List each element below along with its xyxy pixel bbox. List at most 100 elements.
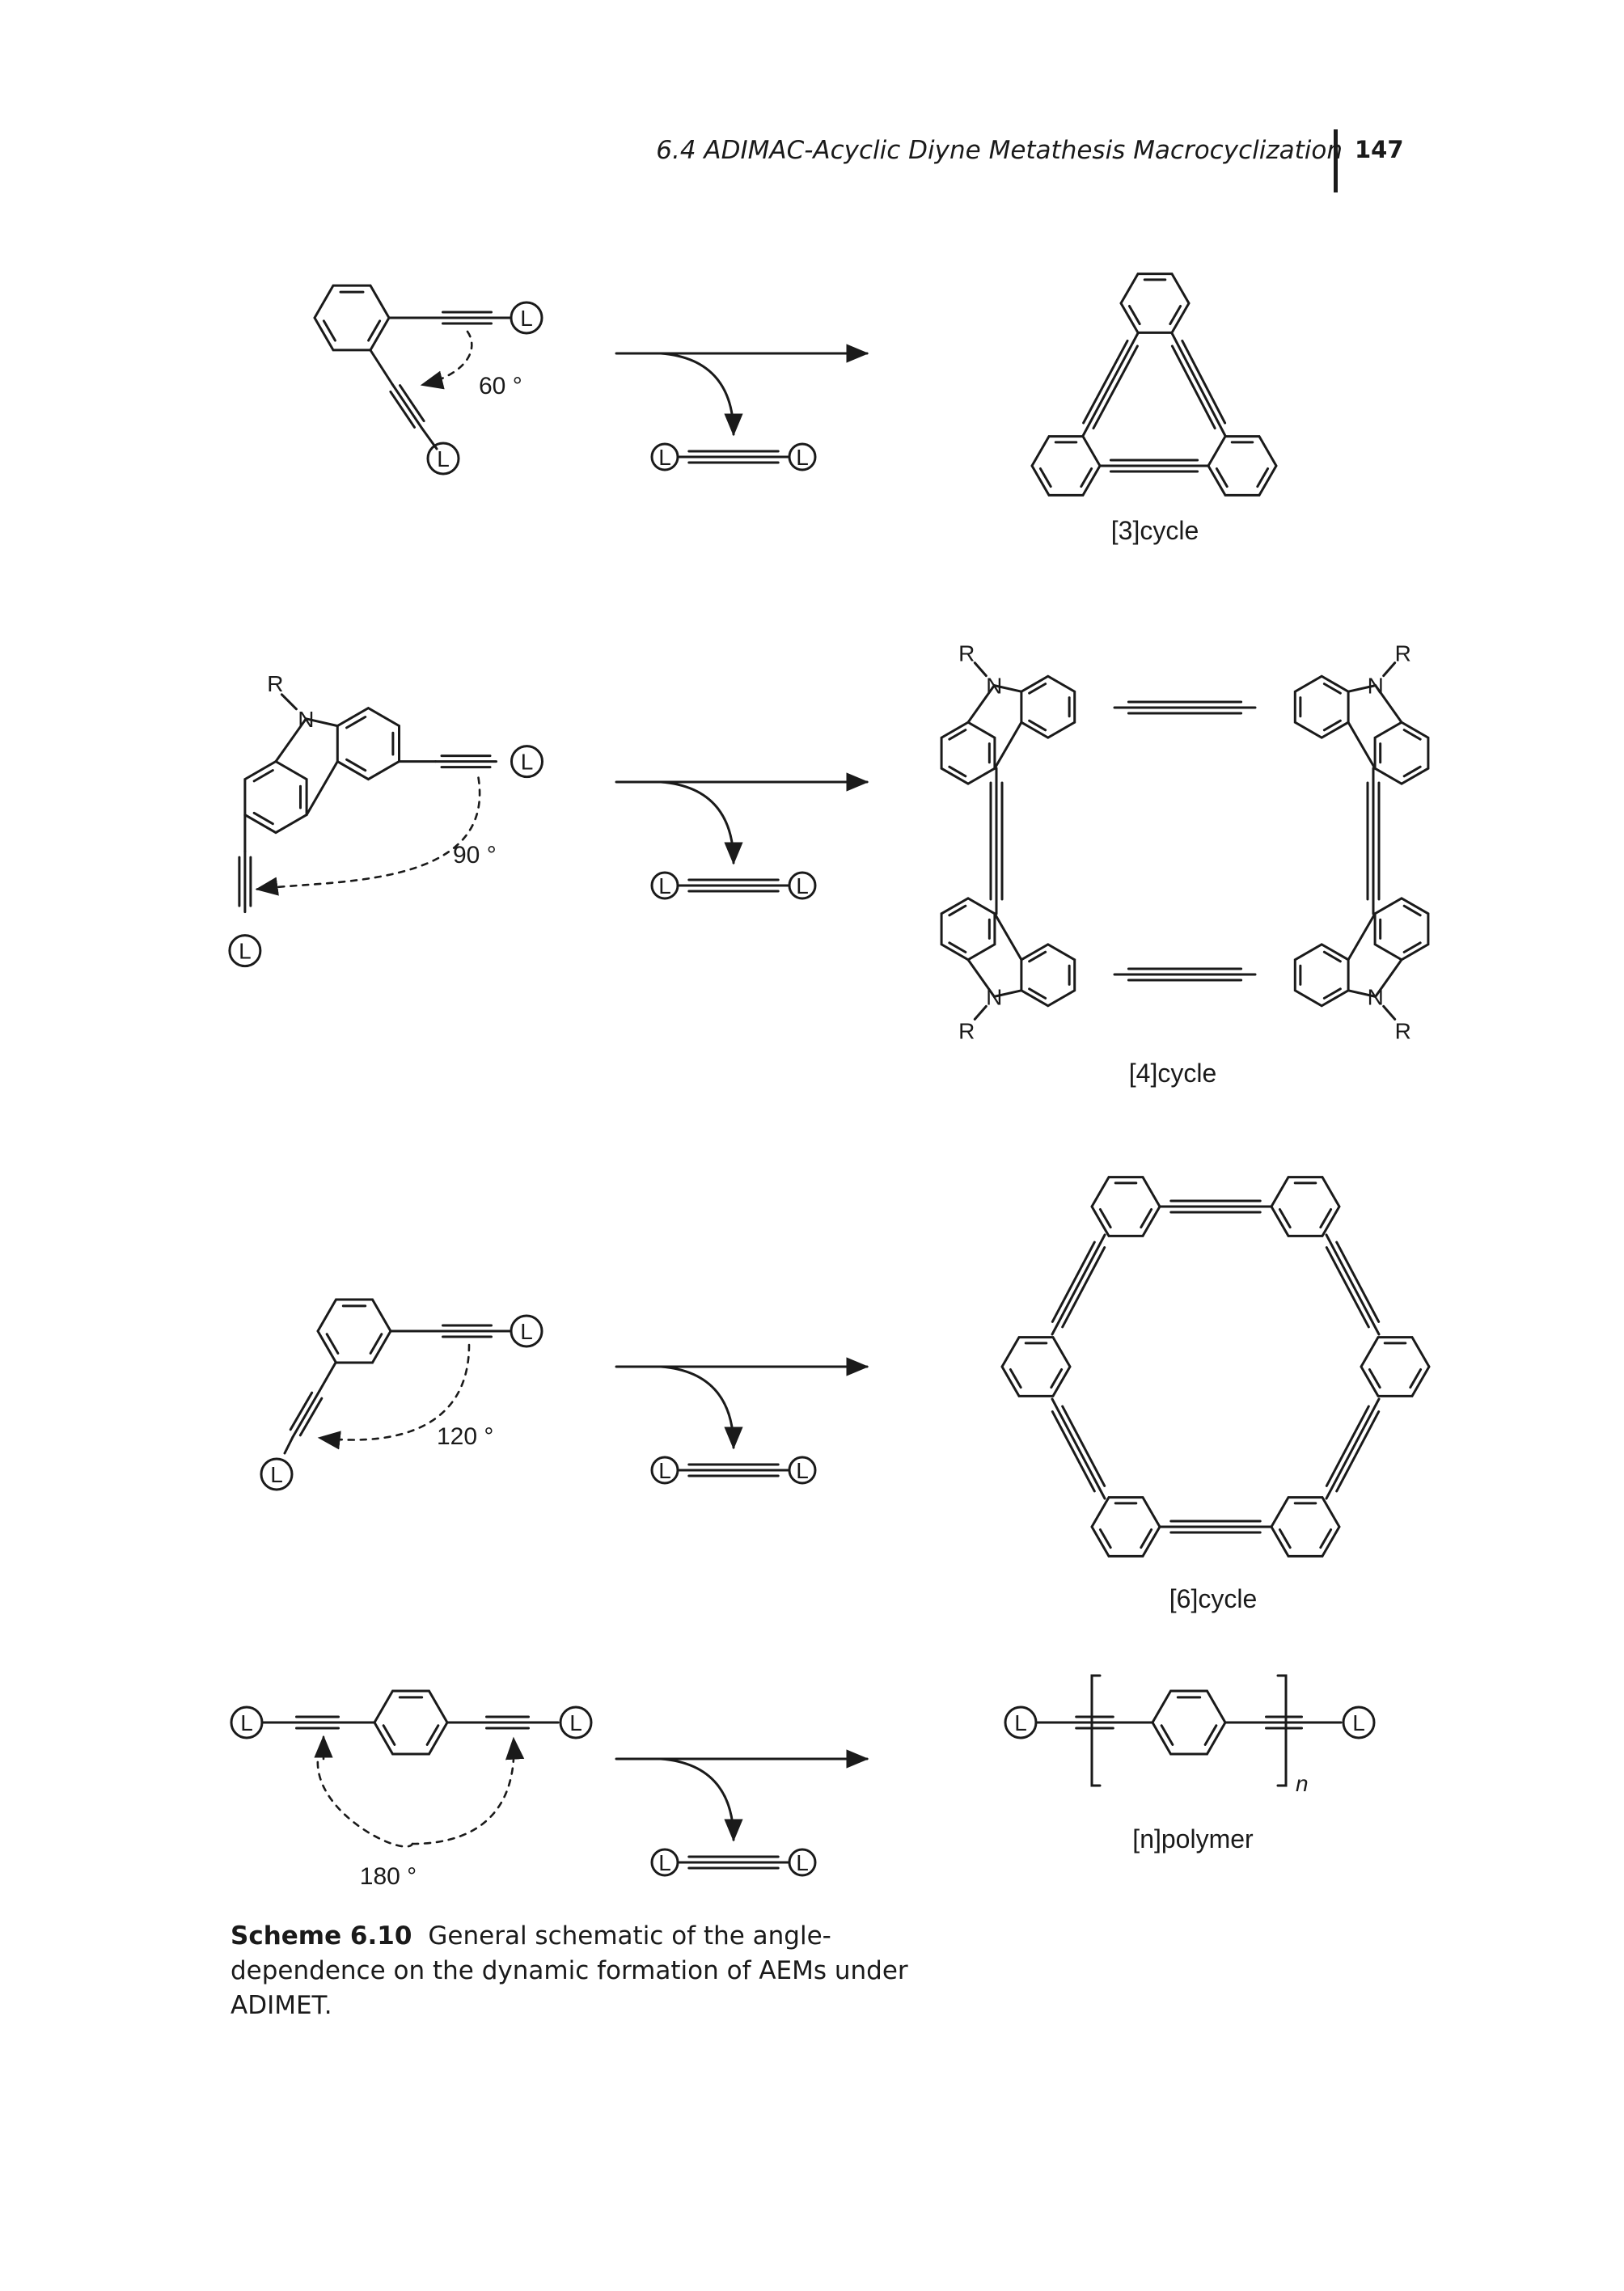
triple-bond bbox=[1061, 1246, 1106, 1329]
triple-bond bbox=[1325, 1397, 1381, 1500]
carbazole-ring bbox=[940, 897, 996, 962]
cycle6-ring bbox=[1090, 1176, 1161, 1237]
ligand-label: L bbox=[270, 1462, 283, 1487]
triple-bond bbox=[291, 1389, 321, 1439]
carbazole-ring bbox=[1293, 943, 1350, 1008]
triple-bond bbox=[389, 390, 416, 429]
ring-double-bond bbox=[1322, 950, 1342, 963]
triple-bond bbox=[1335, 1410, 1381, 1493]
angle-arc-90 bbox=[255, 776, 481, 896]
ring-double-bond bbox=[1050, 1367, 1064, 1389]
bond bbox=[1347, 912, 1377, 962]
triple-bond bbox=[1325, 1405, 1370, 1487]
angle-arc-60 bbox=[420, 330, 473, 390]
ligand-circle bbox=[788, 1456, 817, 1485]
ring-double-bond bbox=[1028, 950, 1047, 963]
bond bbox=[283, 1435, 294, 1455]
ring-double-bond bbox=[1140, 1207, 1153, 1229]
bond bbox=[369, 349, 394, 386]
carbazole-ring bbox=[940, 721, 996, 785]
substituent-label: R bbox=[1395, 1018, 1411, 1043]
ring-double-bond bbox=[1098, 1528, 1112, 1549]
carbazole-ring bbox=[1020, 943, 1076, 1008]
nitrogen-label: N bbox=[986, 984, 1002, 1009]
bond bbox=[1374, 684, 1403, 724]
ligand-label: L bbox=[521, 750, 534, 775]
byproduct-arrow bbox=[659, 1757, 743, 1842]
bond bbox=[973, 662, 988, 678]
meta-benzene bbox=[316, 1298, 392, 1364]
ligand-circle bbox=[559, 1706, 593, 1739]
angle-label-180: 180 ° bbox=[360, 1863, 417, 1890]
nitrogen-label: N bbox=[1368, 674, 1384, 699]
carbazole-ring bbox=[1293, 674, 1350, 739]
ring-double-bond bbox=[1319, 1528, 1333, 1549]
ring-double-bond bbox=[1160, 1724, 1174, 1746]
ligand-circle bbox=[426, 442, 460, 476]
ring-double-bond bbox=[1319, 1207, 1333, 1229]
ligand-label: L bbox=[796, 445, 809, 470]
ring-double-bond bbox=[1278, 1528, 1292, 1549]
repeat-bracket-right bbox=[1276, 1674, 1288, 1787]
carbazole-ring bbox=[1373, 897, 1430, 962]
product-label-polymer: [n]polymer bbox=[1132, 1824, 1254, 1854]
cycle6-ring bbox=[1000, 1336, 1072, 1397]
triple-bond bbox=[399, 384, 425, 423]
ring-double-bond bbox=[1368, 1367, 1381, 1389]
ligand-label: L bbox=[658, 1458, 671, 1483]
bond bbox=[318, 1361, 337, 1393]
nitrogen-label: N bbox=[298, 707, 314, 732]
caption-label: Scheme 6.10 bbox=[230, 1921, 412, 1951]
ligand-label: L bbox=[239, 939, 252, 964]
ligand-label: L bbox=[658, 445, 671, 470]
triple-bond bbox=[1325, 1233, 1381, 1336]
ring-double-bond bbox=[948, 765, 967, 778]
bond bbox=[1347, 989, 1377, 998]
ring-double-bond bbox=[948, 904, 967, 917]
ring-double-bond bbox=[1028, 719, 1047, 732]
bond bbox=[1382, 1004, 1397, 1021]
ligand-circle bbox=[788, 871, 817, 900]
ligand-label: L bbox=[1014, 1710, 1027, 1735]
bond bbox=[305, 760, 339, 817]
ring-double-bond bbox=[1169, 304, 1182, 326]
ligand-circle bbox=[510, 301, 543, 335]
ortho-benzene bbox=[313, 284, 391, 352]
ligand-circle bbox=[260, 1457, 294, 1491]
header-divider bbox=[1334, 129, 1338, 192]
product-label-cycle3: [3]cycle bbox=[1111, 516, 1199, 545]
byproduct-arrow bbox=[659, 352, 743, 437]
ring-double-bond bbox=[1402, 729, 1422, 741]
ring-double-bond bbox=[345, 758, 367, 772]
ring-double-bond bbox=[1402, 765, 1422, 778]
angle-arc-120 bbox=[317, 1343, 471, 1450]
triple-bond bbox=[1051, 1241, 1096, 1323]
ring-double-bond bbox=[1028, 683, 1047, 695]
cycle6-ring bbox=[1360, 1336, 1431, 1397]
bond bbox=[304, 717, 339, 728]
substituent-label: R bbox=[958, 1018, 975, 1043]
bond bbox=[1347, 684, 1377, 693]
carbazole-ring bbox=[1373, 721, 1430, 785]
triple-bond bbox=[1170, 332, 1227, 437]
byproduct-arrow bbox=[659, 780, 743, 865]
ring-double-bond bbox=[1203, 1724, 1218, 1746]
ring-double-bond bbox=[1409, 1367, 1423, 1389]
polymer-ring bbox=[1151, 1689, 1227, 1756]
triple-bond bbox=[298, 1397, 324, 1437]
triple-bond bbox=[391, 383, 424, 430]
cycle3-ring bbox=[1207, 435, 1278, 497]
cycle3-ring bbox=[1030, 435, 1102, 497]
bond bbox=[993, 912, 1023, 962]
ring-double-bond bbox=[345, 716, 367, 729]
ring-double-bond bbox=[1278, 1207, 1292, 1229]
ring-double-bond bbox=[325, 1333, 340, 1355]
triple-bond bbox=[1061, 1405, 1106, 1487]
ligand-label: L bbox=[437, 446, 450, 471]
ring-double-bond bbox=[1140, 1528, 1153, 1549]
bond bbox=[274, 717, 307, 763]
ring-double-bond bbox=[252, 811, 274, 826]
triple-bond bbox=[1335, 1241, 1381, 1323]
